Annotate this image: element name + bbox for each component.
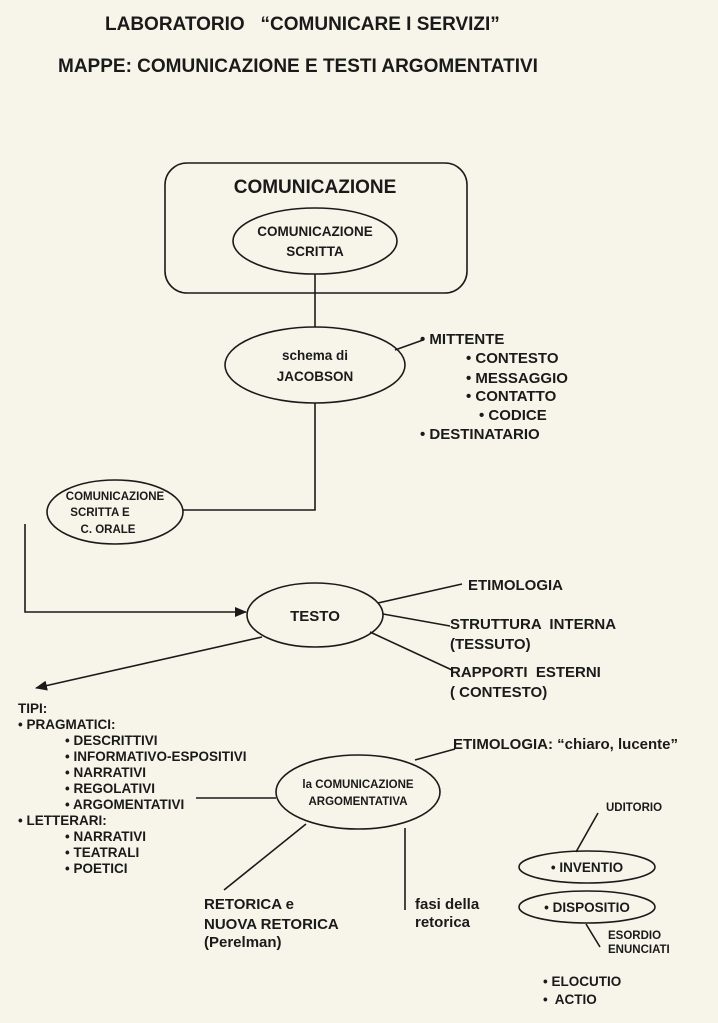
struttura-label-2: (TESSUTO) — [450, 636, 531, 653]
testo-node — [246, 582, 384, 648]
retorica-label-3: (Perelman) — [204, 934, 282, 951]
inventio-node — [518, 850, 656, 884]
inventio-label: • INVENTIO — [551, 860, 623, 875]
comunicazione-label: COMUNICAZIONE — [234, 177, 397, 198]
jacobson-item: • MESSAGGIO — [466, 370, 568, 387]
tipi-item: • DESCRITTIVI — [65, 733, 157, 748]
connector — [575, 812, 599, 853]
scritta-label-1: COMUNICAZIONE — [257, 224, 373, 239]
retorica-label-1: RETORICA e — [204, 896, 294, 913]
page-subtitle: MAPPE: COMUNICAZIONE E TESTI ARGOMENTATI… — [58, 56, 538, 77]
orale-label-2: SCRITTA E — [70, 507, 130, 519]
arrow-to-testo — [24, 524, 247, 617]
etimologia-arg-label: ETIMOLOGIA: “chiaro, lucente” — [453, 736, 678, 753]
connector — [382, 613, 451, 627]
dispositio-node — [518, 890, 656, 924]
etimologia-label: ETIMOLOGIA — [468, 577, 563, 594]
connector — [414, 748, 456, 761]
jacobson-item: • CONTATTO — [466, 388, 557, 405]
actio-label: • ACTIO — [543, 992, 597, 1007]
fasi-label-1: fasi della — [415, 896, 480, 913]
orale-label-3: C. ORALE — [81, 524, 136, 536]
orale-label-1: COMUNICAZIONE — [66, 491, 165, 503]
connector — [394, 339, 424, 351]
rapporti-label-2: ( CONTESTO) — [450, 684, 547, 701]
orale-node — [46, 479, 184, 545]
jacobson-item: • DESTINATARIO — [420, 426, 540, 443]
uditorio-label: UDITORIO — [606, 802, 662, 814]
fasi-label-2: retorica — [415, 914, 471, 931]
jacobson-item: • CONTESTO — [466, 350, 559, 367]
comunicazione-box — [164, 162, 468, 294]
jacobson-item: • CODICE — [479, 407, 547, 424]
connector — [223, 823, 307, 891]
scritta-node — [232, 207, 398, 275]
letterari-label: • LETTERARI: — [18, 813, 107, 828]
argomentativa-label-2: ARGOMENTATIVA — [308, 796, 407, 808]
elocutio-label: • ELOCUTIO — [543, 974, 621, 989]
tipi-item: • POETICI — [65, 861, 127, 876]
pragmatici-label: • PRAGMATICI: — [18, 717, 115, 732]
testo-label: TESTO — [290, 608, 340, 625]
dispositio-label: • DISPOSITIO — [544, 900, 630, 915]
argomentativa-label-1: la COMUNICAZIONE — [302, 779, 414, 791]
scritta-label-2: SCRITTA — [286, 244, 344, 259]
connector — [369, 631, 453, 671]
esordio-label: ESORDIO — [608, 930, 661, 942]
connector — [183, 403, 316, 511]
tipi-item: • REGOLATIVI — [65, 781, 155, 796]
tipi-label: TIPI: — [18, 701, 47, 716]
tipi-item: • NARRATIVI — [65, 829, 146, 844]
tipi-item: • NARRATIVI — [65, 765, 146, 780]
tipi-item: • ARGOMENTATIVI — [65, 797, 184, 812]
argomentativa-node — [275, 754, 441, 830]
struttura-label-1: STRUTTURA INTERNA — [450, 616, 616, 633]
jacobson-item: • MITTENTE — [420, 331, 504, 348]
jacobson-label-2: JACOBSON — [277, 369, 354, 384]
tipi-item: • INFORMATIVO-ESPOSITIVI — [65, 749, 247, 764]
tipi-item: • TEATRALI — [65, 845, 139, 860]
connector — [377, 583, 463, 604]
page-title: LABORATORIO “COMUNICARE I SERVIZI” — [105, 14, 500, 35]
jacobson-node — [224, 326, 406, 404]
retorica-label-2: NUOVA RETORICA — [204, 916, 339, 933]
arrow-to-tipi — [35, 636, 263, 691]
jacobson-label-1: schema di — [282, 348, 348, 363]
connector — [585, 923, 601, 948]
enunciati-label: ENUNCIATI — [608, 944, 670, 956]
rapporti-label-1: RAPPORTI ESTERNI — [450, 664, 601, 681]
